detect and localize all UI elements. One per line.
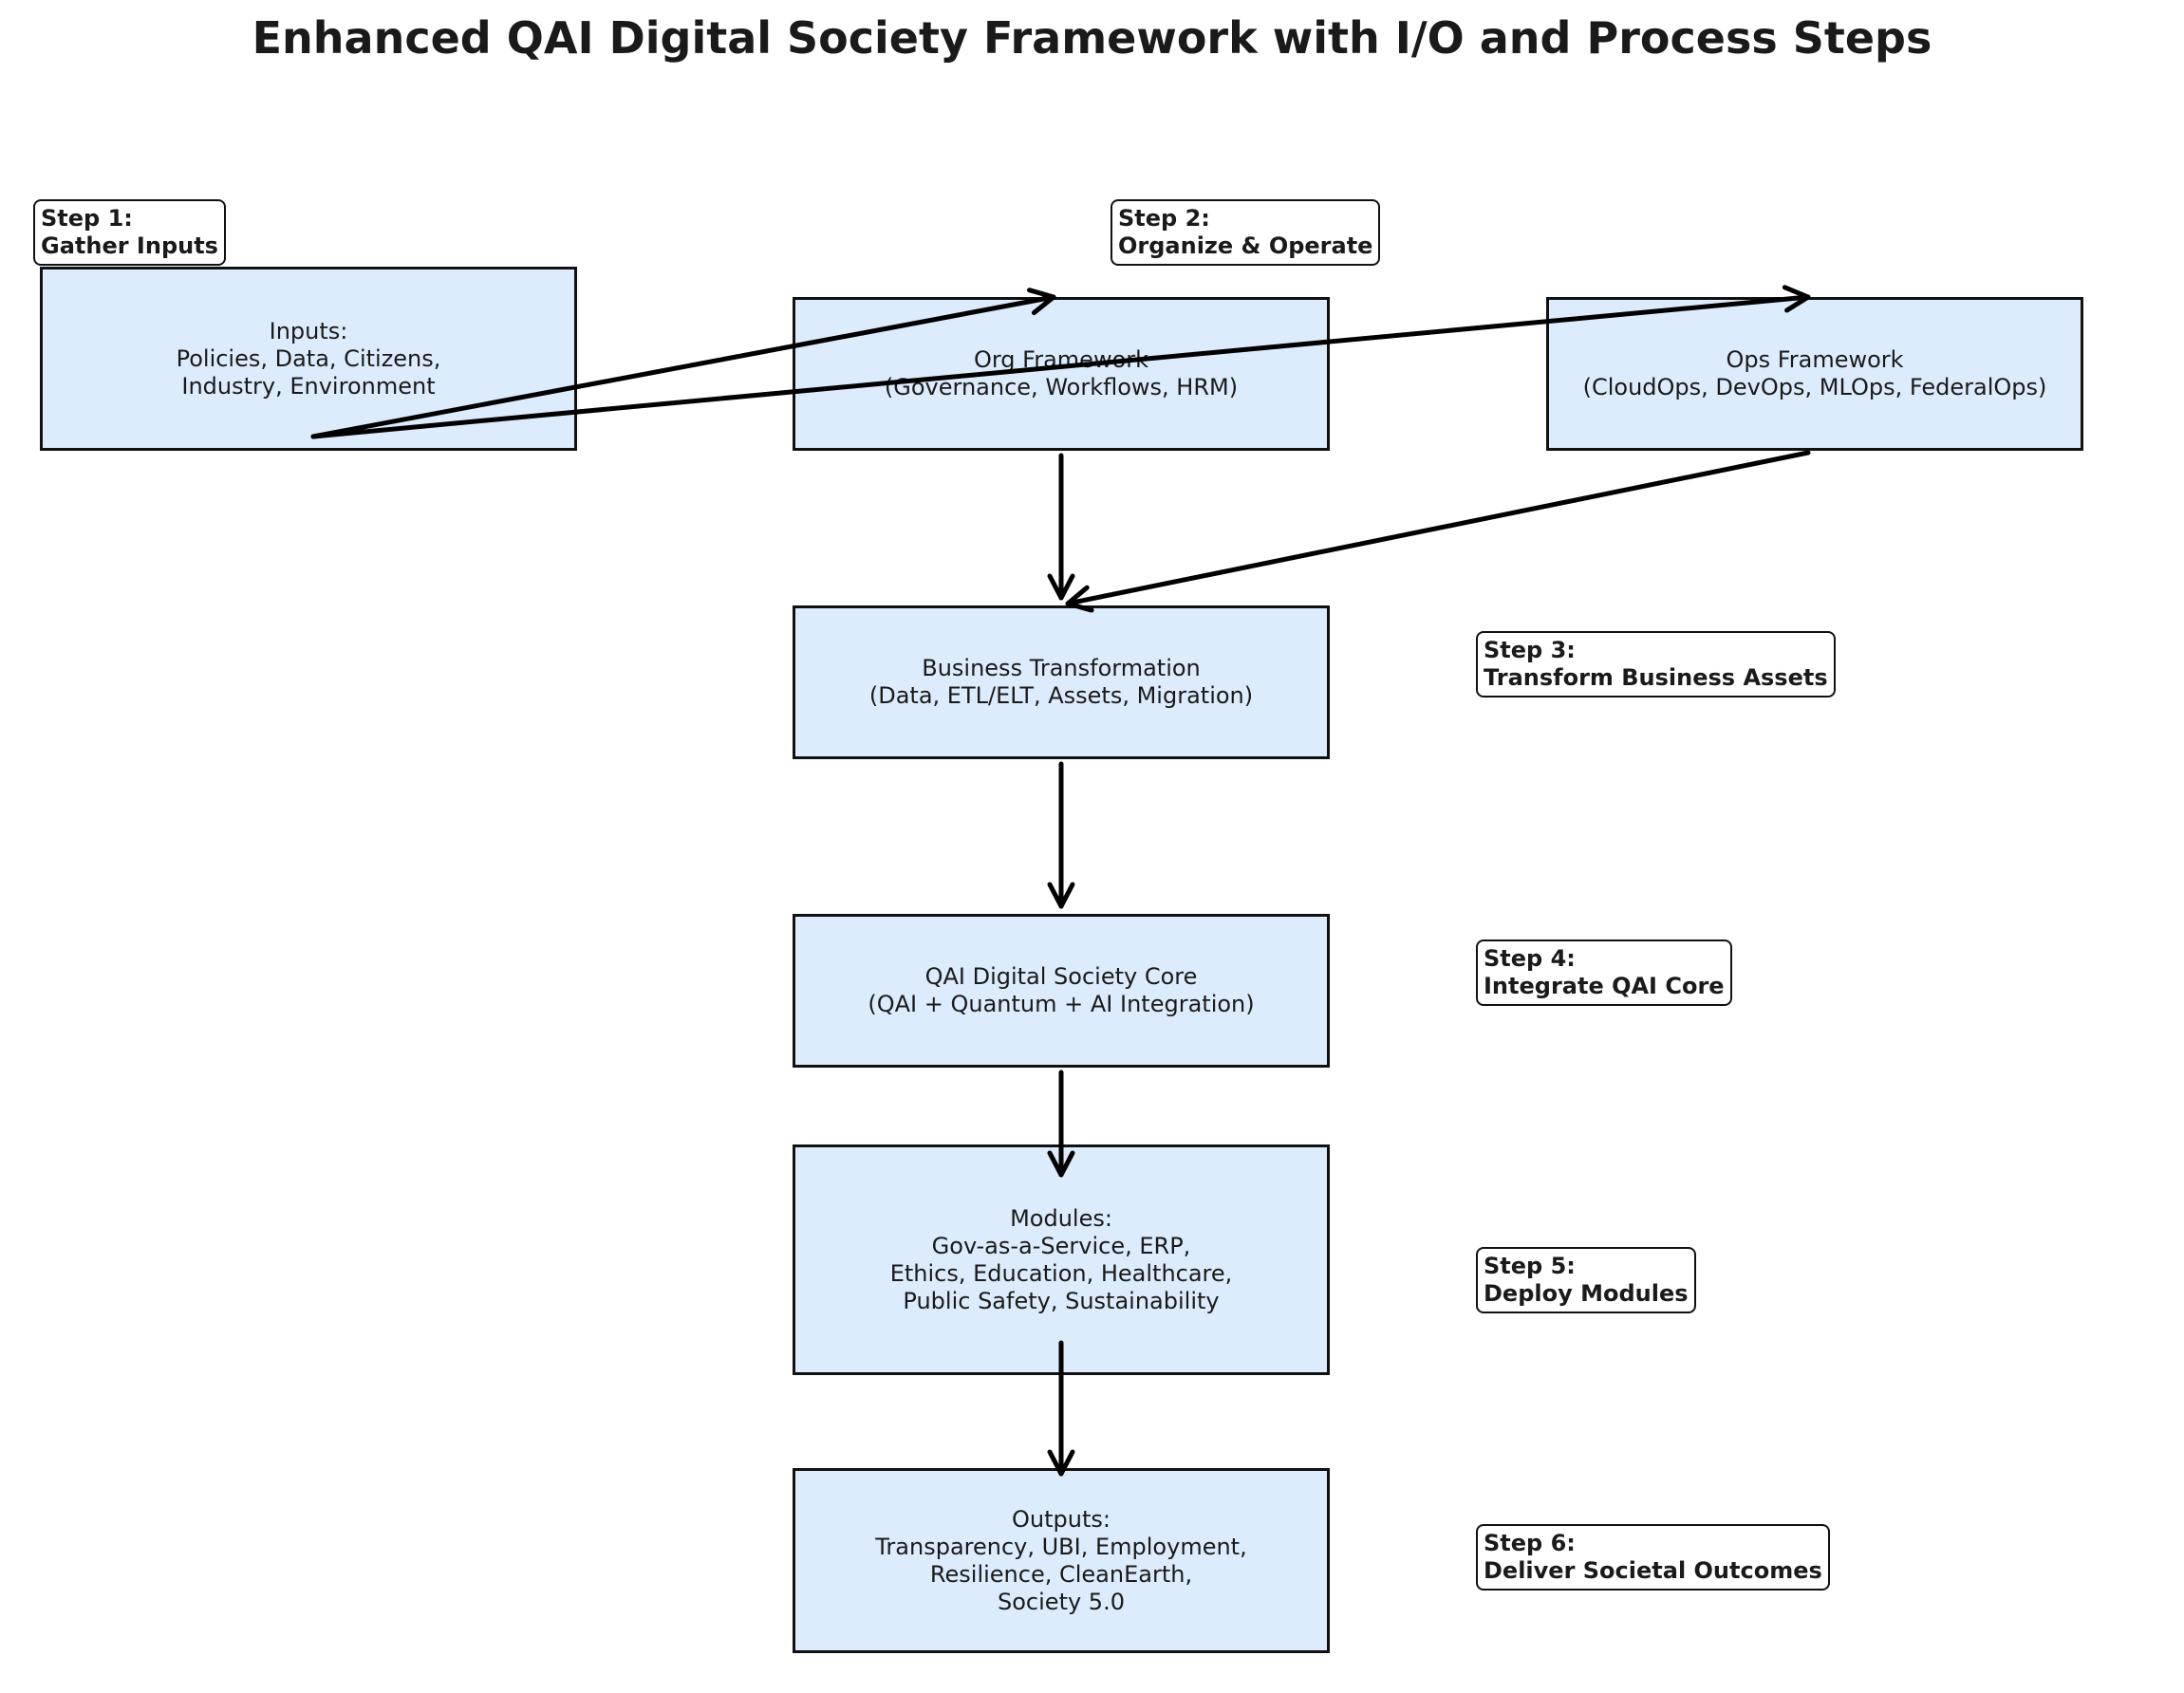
- modules-box-line: Public Safety, Sustainability: [903, 1287, 1220, 1314]
- step-5-label: Step 5: Deploy Modules: [1476, 1247, 1696, 1313]
- step-description: Transform Business Assets: [1484, 664, 1828, 691]
- step-description: Organize & Operate: [1118, 233, 1373, 259]
- inputs-box-line: Policies, Data, Citizens,: [176, 344, 441, 372]
- step-number: Step 4:: [1484, 945, 1576, 972]
- outputs-box-line: Outputs:: [1012, 1505, 1111, 1533]
- ops-framework-box: Ops Framework (CloudOps, DevOps, MLOps, …: [1546, 297, 2083, 451]
- business-transformation-box-line: (Data, ETL/ELT, Assets, Migration): [868, 682, 1254, 709]
- step-description: Deliver Societal Outcomes: [1484, 1557, 1822, 1584]
- inputs-box-line: Inputs:: [269, 317, 348, 344]
- modules-box-line: Ethics, Education, Healthcare,: [889, 1259, 1233, 1287]
- qai-core-box-line: (QAI + Quantum + AI Integration): [868, 991, 1255, 1017]
- arrow-business-to-core: [1047, 761, 1075, 909]
- outputs-box-line: Resilience, CleanEarth,: [929, 1560, 1193, 1588]
- step-2-label: Step 2: Organize & Operate: [1111, 199, 1381, 266]
- business-transformation-box-line: Business Transformation: [922, 655, 1201, 681]
- step-description: Gather Inputs: [41, 233, 218, 259]
- qai-core-box-line: QAI Digital Society Core: [924, 963, 1198, 990]
- arrow-ops-to-business: [1065, 450, 1811, 613]
- step-description: Deploy Modules: [1484, 1280, 1689, 1307]
- org-framework-box-line: Org Framework: [973, 346, 1149, 373]
- modules-box-line: Gov-as-a-Service, ERP,: [931, 1232, 1191, 1259]
- diagram-title: Enhanced QAI Digital Society Framework w…: [252, 12, 1932, 64]
- qai-core-box: QAI Digital Society Core (QAI + Quantum …: [793, 914, 1330, 1068]
- modules-box-line: Modules:: [1010, 1204, 1112, 1232]
- outputs-box-line: Society 5.0: [998, 1588, 1125, 1615]
- inputs-box-line: Industry, Environment: [181, 372, 436, 400]
- step-number: Step 6:: [1484, 1530, 1576, 1556]
- org-framework-box: Org Framework (Governance, Workflows, HR…: [793, 297, 1330, 451]
- business-transformation-box: Business Transformation (Data, ETL/ELT, …: [793, 605, 1330, 759]
- arrow-org-to-business: [1047, 453, 1075, 601]
- ops-framework-box-line: (CloudOps, DevOps, MLOps, FederalOps): [1582, 374, 2047, 400]
- org-framework-box-line: (Governance, Workflows, HRM): [884, 374, 1239, 400]
- step-number: Step 2:: [1118, 205, 1210, 232]
- outputs-box-line: Transparency, UBI, Employment,: [875, 1533, 1247, 1560]
- outputs-box: Outputs: Transparency, UBI, Employment, …: [793, 1468, 1330, 1653]
- ops-framework-box-line: Ops Framework: [1726, 346, 1904, 373]
- step-6-label: Step 6: Deliver Societal Outcomes: [1476, 1524, 1830, 1591]
- step-description: Integrate QAI Core: [1484, 973, 1725, 999]
- step-4-label: Step 4: Integrate QAI Core: [1476, 940, 1732, 1006]
- step-1-label: Step 1: Gather Inputs: [33, 199, 226, 266]
- step-number: Step 5:: [1484, 1253, 1576, 1279]
- step-3-label: Step 3: Transform Business Assets: [1476, 631, 1836, 698]
- inputs-box: Inputs: Policies, Data, Citizens, Indust…: [40, 267, 577, 451]
- step-number: Step 3:: [1484, 637, 1576, 663]
- step-number: Step 1:: [41, 205, 133, 232]
- modules-box: Modules: Gov-as-a-Service, ERP, Ethics, …: [793, 1144, 1330, 1375]
